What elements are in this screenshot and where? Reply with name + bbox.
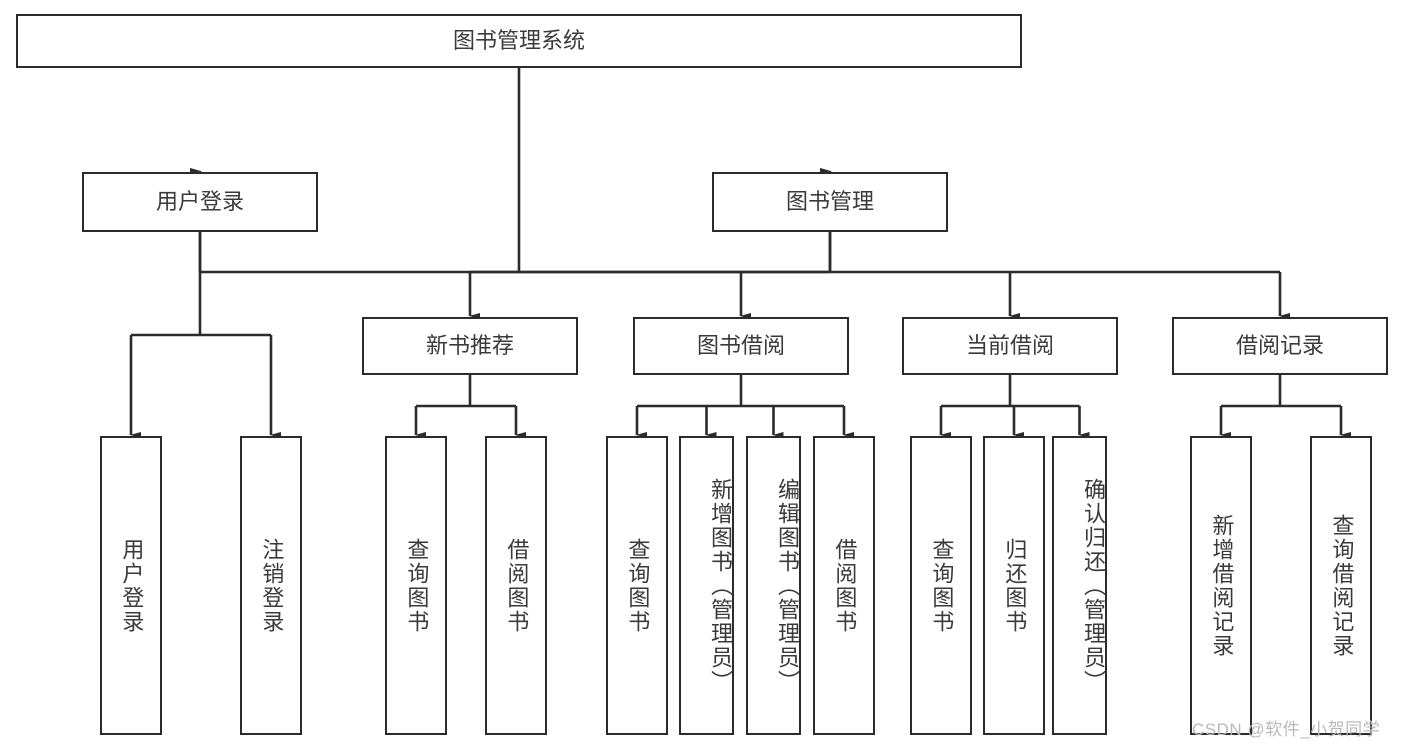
node-user-login[interactable]: 用户登录	[82, 172, 318, 232]
node-leaf-query-book[interactable]: 查询图书	[606, 436, 668, 735]
node-leaf-confirm-return-admin[interactable]: 确认归还（管理员）	[1052, 436, 1107, 735]
node-leaf-logout[interactable]: 注销登录	[240, 436, 302, 735]
node-leaf-query-book-recommend[interactable]: 查询图书	[385, 436, 447, 735]
node-leaf-query-borrow-record[interactable]: 查询借阅记录	[1310, 436, 1372, 735]
node-leaf-edit-book-admin[interactable]: 编辑图书（管理员）	[746, 436, 801, 735]
node-current-borrow[interactable]: 当前借阅	[902, 317, 1118, 375]
node-book-borrow[interactable]: 图书借阅	[633, 317, 849, 375]
node-root[interactable]: 图书管理系统	[16, 14, 1022, 68]
node-leaf-return-book[interactable]: 归还图书	[983, 436, 1045, 735]
node-leaf-borrow-book-recommend[interactable]: 借阅图书	[485, 436, 547, 735]
node-leaf-user-login[interactable]: 用户登录	[100, 436, 162, 735]
node-borrow-record[interactable]: 借阅记录	[1172, 317, 1388, 375]
csdn-watermark: CSDN @软件_小贺同学	[1192, 720, 1381, 739]
node-book-management[interactable]: 图书管理	[712, 172, 948, 232]
node-new-book-recommend[interactable]: 新书推荐	[362, 317, 578, 375]
node-leaf-query-book-current[interactable]: 查询图书	[910, 436, 972, 735]
node-leaf-add-book-admin[interactable]: 新增图书（管理员）	[679, 436, 734, 735]
node-leaf-add-borrow-record[interactable]: 新增借阅记录	[1190, 436, 1252, 735]
node-leaf-borrow-book[interactable]: 借阅图书	[813, 436, 875, 735]
